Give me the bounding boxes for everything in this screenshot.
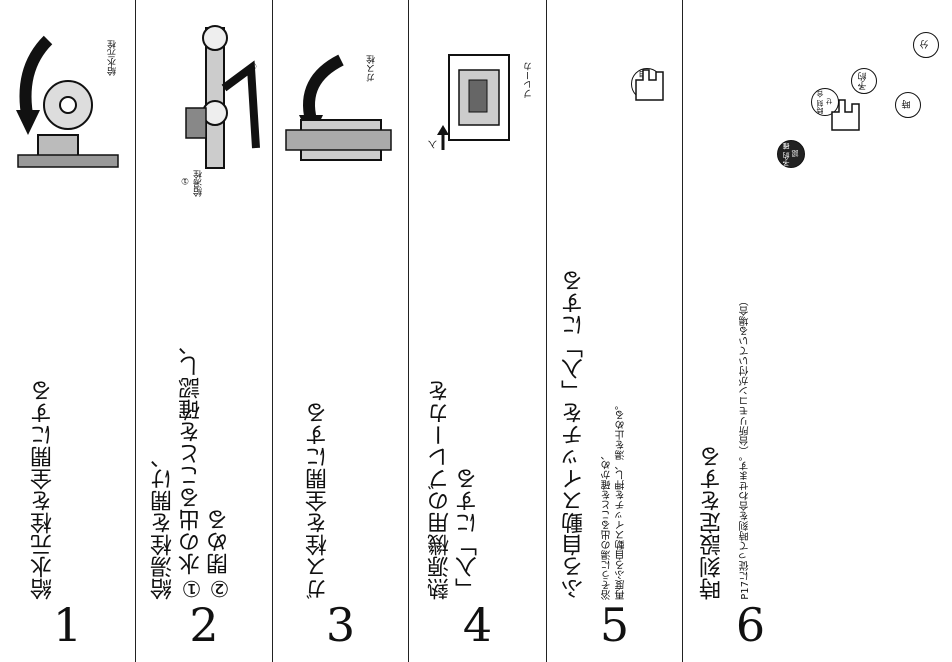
step-4: 4 熱源機用のブレーカを 「入」にする ブレーカ 入 — [409, 0, 546, 662]
reservation-confirm-button: 予約 確認 — [777, 140, 805, 168]
step-title: ガス栓を全開にする — [306, 402, 331, 600]
water-main-valve-illustration — [16, 35, 119, 168]
step-title: 時刻設定をする — [700, 446, 725, 600]
step-note: P17に従って時刻を合わせます。（台所リモコンが付いている場合） — [740, 296, 751, 600]
step-number: 1 — [52, 598, 83, 652]
gas-valve-illustration — [285, 54, 392, 161]
step-number: 2 — [189, 598, 219, 652]
step-number: 3 — [325, 598, 356, 652]
step-number: 4 — [462, 598, 493, 652]
breaker-illustration — [437, 54, 510, 150]
step-5: 5 ふろ自動スイッチを「入」にする 浴そうに湯の出ることを確かめ、 再度ふろ自動… — [547, 0, 682, 662]
step-number: 6 — [735, 598, 766, 652]
divider — [272, 0, 273, 662]
hour-button: 時 — [895, 92, 921, 118]
valve-label: 給水元栓 — [108, 40, 118, 76]
gas-valve-label: ガス栓 — [367, 55, 377, 82]
step-number: 5 — [599, 598, 630, 652]
divider — [135, 0, 136, 662]
pointing-hand-icon — [635, 69, 664, 101]
minute-button: 分 — [913, 32, 939, 58]
on-label: 入 — [429, 140, 439, 149]
marker-1: ① — [180, 175, 190, 185]
step-title: 熱源機用のブレーカを 「入」にする — [428, 380, 481, 600]
tap-label: 給湯栓 — [194, 170, 204, 197]
hot-water-tap-illustration — [185, 25, 260, 169]
breaker-label: ブレーカ — [524, 62, 534, 98]
step-2: 2 給湯栓を開け、 ①水の出ることを確認し、 ②閉める 給湯栓 ① ② — [136, 0, 272, 662]
step-title: 給水元栓を全開にする — [31, 380, 56, 600]
divider — [682, 0, 683, 662]
step-1: 1 給水元栓を全開にする 給水元栓 — [0, 0, 135, 662]
pointing-hand-icon — [831, 99, 860, 131]
step-title: ふろ自動スイッチを「入」にする — [562, 270, 587, 600]
step-note: 浴そうに湯の出ることを確かめ、 再度ふろ自動スイッチを押し、湯を止める。 — [602, 400, 627, 600]
step-6: 6 時刻設定をする P17に従って時刻を合わせます。（台所リモコンが付いている場… — [683, 0, 952, 662]
step-3: 3 ガス栓を全開にする ガス栓 — [273, 0, 408, 662]
divider — [408, 0, 409, 662]
step-title: 給湯栓を開け、 ①水の出ることを確認し、 ②閉める — [151, 333, 232, 600]
marker-2: ② — [248, 60, 258, 70]
divider — [546, 0, 547, 662]
